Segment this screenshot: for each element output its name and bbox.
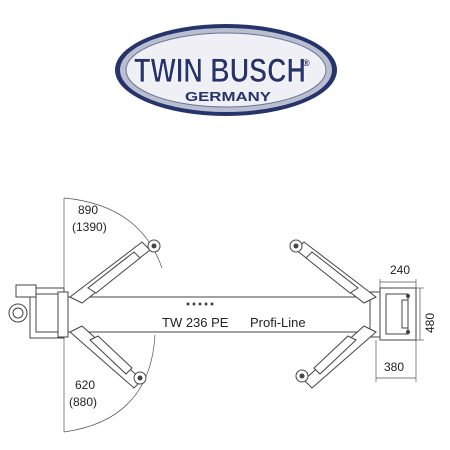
control-dots: [186, 302, 214, 306]
right-front-pad-center: [293, 243, 299, 249]
control-dot: [192, 302, 196, 306]
right-rear-arm: [295, 325, 377, 389]
logo-registered-mark: ®: [303, 58, 310, 68]
control-dot: [204, 302, 208, 306]
product-line-text: Profi-Line: [250, 315, 306, 330]
logo-subtitle-text: GERMANY: [185, 89, 271, 104]
left-column-post: [35, 293, 59, 333]
left-front-arm-inner: [87, 251, 141, 294]
front-arm-swing-arc: [63, 197, 163, 269]
power-unit-bracket: [15, 284, 37, 298]
left-rear-arm: [69, 325, 147, 389]
rear-arm-swing-arc: [63, 334, 156, 433]
right-front-arm: [289, 239, 377, 304]
front-arm-dimension: 890: [78, 203, 98, 217]
logo-inner-face: [125, 32, 327, 108]
left-rear-pad-center: [137, 375, 143, 381]
left-column-power-unit: [8, 284, 65, 339]
left-rear-arm-inner: [89, 335, 133, 375]
control-dot: [198, 302, 202, 306]
right-column-detail: [401, 299, 409, 329]
right-rear-pad-center: [299, 373, 305, 379]
column-width-dimension: 240: [390, 263, 410, 277]
right-column-dimensions: [375, 279, 424, 382]
right-rear-arm-body: [303, 325, 377, 389]
column-depth-dimension: 480: [423, 313, 437, 333]
right-rear-arm-inner: [313, 335, 357, 375]
right-front-arm-inner: [305, 251, 359, 294]
lift-top-view: TW 236 PE Profi-Line: [8, 197, 437, 433]
model-name-text: TW 236 PE: [162, 315, 229, 330]
front-arm-alt-dimension: (1390): [72, 220, 107, 234]
column-offset-dimension: 380: [384, 360, 404, 374]
control-dot: [210, 302, 214, 306]
left-front-arm: [69, 239, 161, 304]
motor-cap-icon: [12, 307, 24, 319]
rear-arm-dimension: 620: [75, 378, 95, 392]
crossbeam-left-end: [57, 291, 69, 338]
rear-arm-alt-dimension: (880): [69, 395, 97, 409]
right-column-bolt: [406, 294, 410, 298]
brand-logo: TWIN BUSCH ® GERMANY: [115, 24, 337, 116]
right-column: [379, 287, 417, 341]
logo-brand-text: TWIN BUSCH: [134, 52, 306, 90]
control-dot: [186, 302, 190, 306]
left-front-pad-center: [151, 243, 157, 249]
right-column-bolt: [406, 330, 410, 334]
